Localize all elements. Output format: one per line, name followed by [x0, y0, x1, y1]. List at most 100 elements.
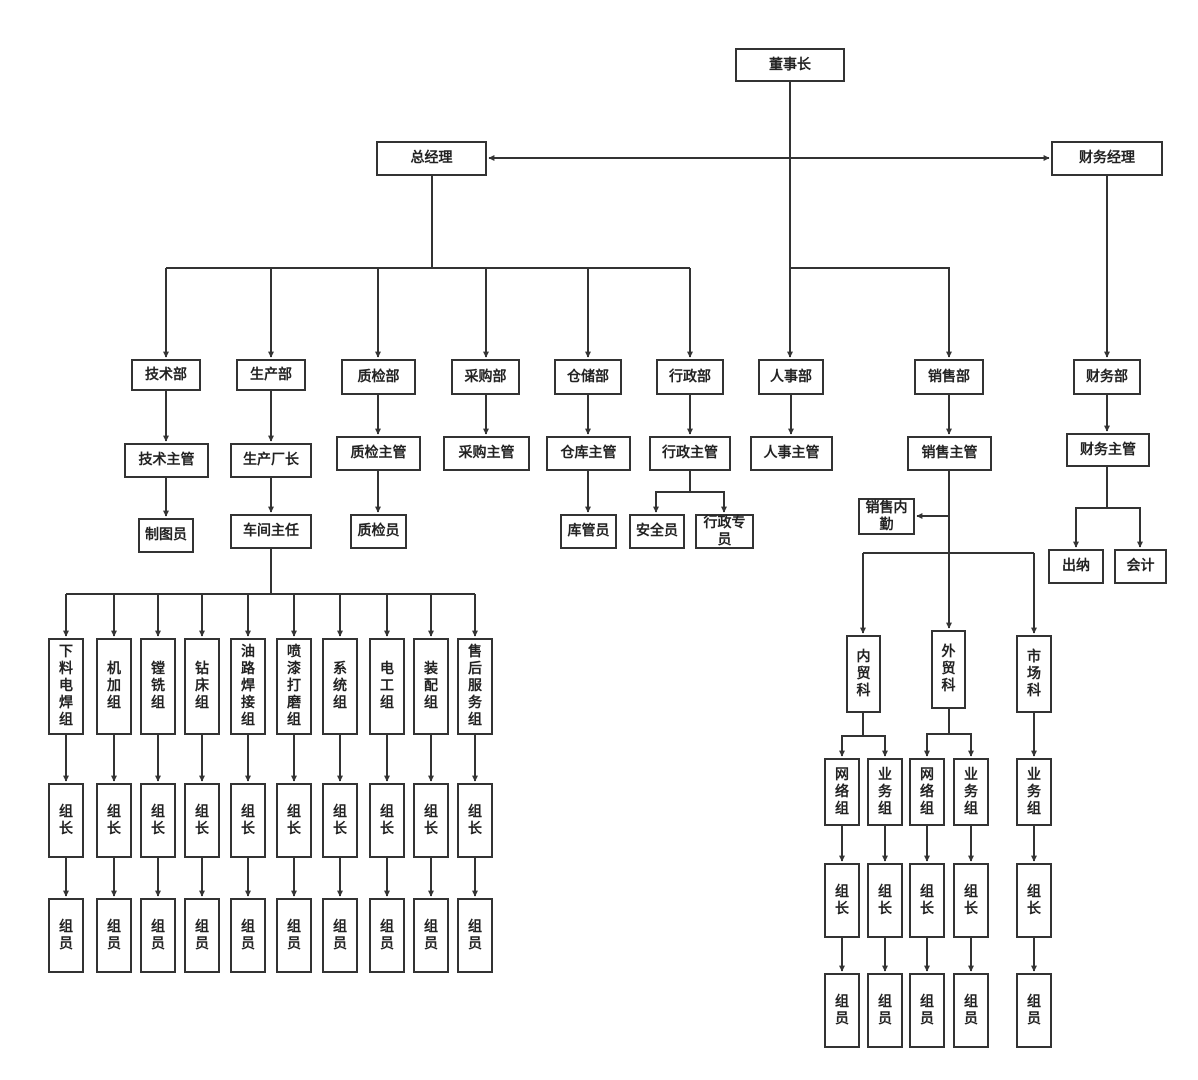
- workshop-group-2-member: 组员: [96, 898, 132, 973]
- sales-group-3-label: 网络组: [919, 766, 934, 817]
- workshop-group-7-leader: 组长: [322, 783, 358, 858]
- workshop-group-8-leader-label: 组长: [379, 803, 394, 837]
- workshop-group-10-leader: 组长: [457, 783, 493, 858]
- workshop-director-box: 车间主任: [230, 514, 312, 549]
- admin-supervisor-stem: [653, 471, 691, 513]
- general-manager-box: 总经理: [376, 141, 487, 176]
- sales-internal-box: 销售内勤: [858, 498, 915, 535]
- sales-group-5-label: 业务组: [1026, 766, 1041, 817]
- workshop-group-8-label: 电工组: [379, 661, 394, 711]
- domestic-split: [839, 713, 864, 757]
- hr-dept-box-label: 人事部: [770, 368, 812, 385]
- workshop-group-10: 售后服务组: [457, 638, 493, 735]
- workshop-group-3-leader-label: 组长: [150, 803, 165, 837]
- workshop-group-7-label: 系统组: [332, 661, 347, 711]
- sales-group-5: 业务组: [1016, 758, 1052, 826]
- workshop-group-2: 机加组: [96, 638, 132, 735]
- finance-manager-box: 财务经理: [1051, 141, 1163, 176]
- purchase-supervisor-box: 采购主管: [443, 436, 530, 471]
- workshop-group-2-leader-label: 组长: [106, 803, 121, 837]
- workshop-group-8-member: 组员: [369, 898, 405, 973]
- foreign-split: [924, 709, 950, 757]
- qc-supervisor-box: 质检主管: [336, 436, 421, 471]
- sales-group-5-member: 组员: [1016, 973, 1052, 1048]
- sales-group-4-member-label: 组员: [963, 993, 978, 1027]
- hr-supervisor-box-label: 人事主管: [763, 445, 820, 461]
- sales-group-3-member: 组员: [909, 973, 945, 1048]
- hr-supervisor-box: 人事主管: [750, 436, 833, 471]
- workshop-group-3-leader: 组长: [140, 783, 176, 858]
- chairman-to-sales: [790, 267, 952, 358]
- sales-dept-box-label: 销售部: [928, 368, 970, 385]
- sales-group-2-member: 组员: [867, 973, 903, 1048]
- sales-group-3-leader: 组长: [909, 863, 945, 938]
- qc-dept-box: 质检部: [341, 359, 416, 395]
- sales-group-3: 网络组: [909, 758, 945, 826]
- workshop-group-1-leader: 组长: [48, 783, 84, 858]
- sales-group-5-leader: 组长: [1016, 863, 1052, 938]
- storage-dept-box-label: 仓储部: [567, 368, 609, 385]
- finance-manager-box-label: 财务经理: [1079, 150, 1135, 166]
- workshop-group-6-leader: 组长: [276, 783, 312, 858]
- warehouse-keeper-box: 库管员: [560, 514, 617, 549]
- domestic-trade-box-label: 内贸科: [856, 648, 871, 699]
- admin-supervisor-to-specialist: [690, 491, 727, 513]
- admin-dept-box: 行政部: [656, 359, 724, 395]
- warehouse-keeper-box-label: 库管员: [567, 523, 610, 539]
- workshop-group-5-label: 油路焊接组: [240, 644, 255, 728]
- workshop-group-5-leader-label: 组长: [240, 803, 255, 837]
- workshop-group-9-leader: 组长: [413, 783, 449, 858]
- sales-group-1-member-label: 组员: [834, 993, 849, 1027]
- admin-dept-box-label: 行政部: [669, 368, 711, 385]
- sales-group-2-label: 业务组: [877, 766, 892, 817]
- workshop-group-5-member-label: 组员: [240, 918, 255, 952]
- chairman-box: 董事长: [735, 48, 845, 82]
- workshop-group-4-member-label: 组员: [194, 918, 209, 952]
- storage-dept-box: 仓储部: [554, 359, 622, 395]
- workshop-group-1-member: 组员: [48, 898, 84, 973]
- workshop-group-7-member: 组员: [322, 898, 358, 973]
- workshop-group-3-member-label: 组员: [150, 918, 165, 952]
- sales-group-1: 网络组: [824, 758, 860, 826]
- workshop-group-1: 下料电焊组: [48, 638, 84, 735]
- workshop-group-6: 喷漆打磨组: [276, 638, 312, 735]
- workshop-group-2-member-label: 组员: [106, 918, 121, 952]
- sales-group-5-leader-label: 组长: [1026, 883, 1041, 917]
- sales-group-1-leader: 组长: [824, 863, 860, 938]
- workshop-group-1-leader-label: 组长: [58, 803, 73, 837]
- production-dept-box-label: 生产部: [250, 366, 292, 383]
- sales-group-4-leader: 组长: [953, 863, 989, 938]
- workshop-group-6-leader-label: 组长: [286, 803, 301, 837]
- safety-officer-box: 安全员: [629, 514, 685, 549]
- sales-supervisor-box: 销售主管: [907, 436, 992, 471]
- sales-supervisor-box-label: 销售主管: [921, 445, 978, 461]
- workshop-group-10-label: 售后服务组: [467, 644, 482, 728]
- workshop-director-box-label: 车间主任: [243, 523, 299, 539]
- tech-dept-box-label: 技术部: [145, 366, 187, 383]
- finance-supervisor-box-label: 财务主管: [1080, 441, 1136, 458]
- sales-internal-box-label: 销售内勤: [865, 499, 908, 533]
- sales-group-2: 业务组: [867, 758, 903, 826]
- qc-staff-box-label: 质检员: [357, 523, 400, 539]
- finance-dept-box-label: 财务部: [1086, 368, 1128, 385]
- safety-officer-box-label: 安全员: [636, 523, 678, 539]
- workshop-group-9-leader-label: 组长: [423, 803, 438, 837]
- foreign-trade-box-label: 外贸科: [941, 644, 956, 694]
- drafter-box-label: 制图员: [145, 527, 187, 543]
- sales-group-2-member-label: 组员: [877, 993, 892, 1027]
- foreign-trade-box: 外贸科: [931, 630, 966, 709]
- purchase-supervisor-box-label: 采购主管: [458, 445, 515, 461]
- workshop-group-9-label: 装配组: [423, 661, 438, 711]
- purchase-dept-box: 采购部: [451, 359, 520, 395]
- workshop-group-1-label: 下料电焊组: [58, 644, 73, 728]
- chairman-box-label: 董事长: [769, 56, 811, 73]
- sales-group-1-member: 组员: [824, 973, 860, 1048]
- finance-supervisor-box: 财务主管: [1066, 433, 1150, 467]
- finance-dept-box: 财务部: [1073, 359, 1141, 395]
- workshop-group-2-label: 机加组: [106, 661, 121, 711]
- sales-group-5-member-label: 组员: [1026, 993, 1041, 1027]
- workshop-group-4-leader: 组长: [184, 783, 220, 858]
- workshop-group-2-leader: 组长: [96, 783, 132, 858]
- workshop-group-5-member: 组员: [230, 898, 266, 973]
- sales-dept-box: 销售部: [914, 359, 984, 395]
